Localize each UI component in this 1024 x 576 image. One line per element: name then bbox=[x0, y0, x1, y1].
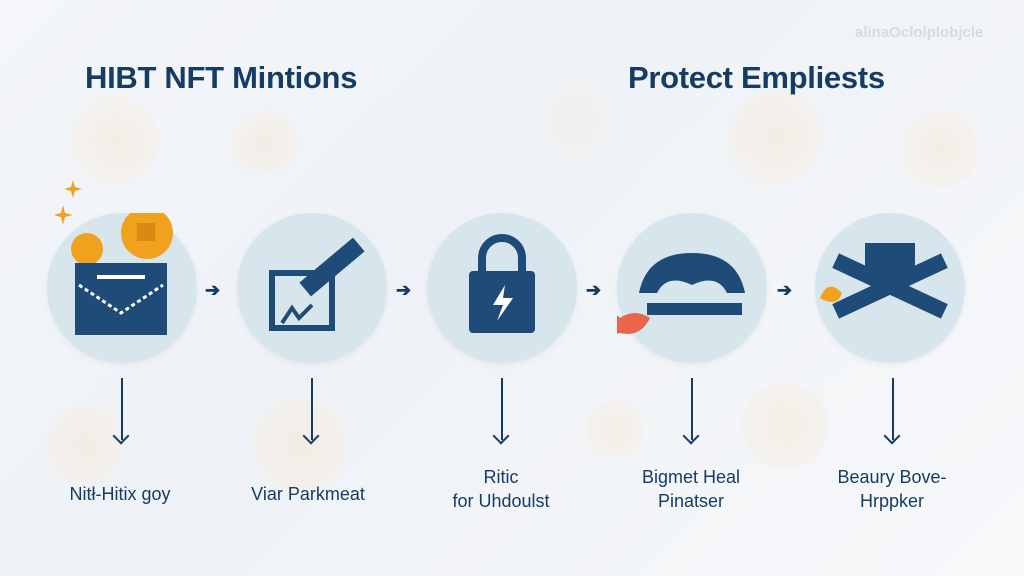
arrow-right-icon: ➔ bbox=[205, 280, 221, 300]
step-1-label: Nitł-Hitix goy bbox=[69, 484, 171, 504]
coin-wallet-icon bbox=[71, 213, 173, 335]
signing-pen-icon bbox=[269, 237, 365, 331]
step-1-circle bbox=[47, 213, 197, 363]
device-tag-icon bbox=[617, 253, 745, 334]
title-left: HIBT NFT Mintions bbox=[85, 60, 358, 95]
step-2-label: Viar Parkmeat bbox=[251, 484, 365, 504]
step-4-circle bbox=[617, 213, 767, 363]
watermark: alinaOclolplobjcle bbox=[855, 24, 984, 41]
step-5-label: Beaury Bove-Hrppker bbox=[837, 467, 947, 511]
arrow-down-icon bbox=[311, 378, 313, 440]
arrow-down-icon bbox=[121, 378, 123, 440]
arrow-right-icon: ➔ bbox=[586, 280, 602, 300]
crossed-box-icon bbox=[820, 243, 948, 319]
arrow-right-icon: ➔ bbox=[396, 280, 412, 300]
step-3-circle bbox=[427, 213, 577, 363]
step-2-circle bbox=[237, 213, 387, 363]
step-5-circle bbox=[815, 213, 965, 363]
arrow-down-icon bbox=[892, 378, 894, 440]
arrow-down-icon bbox=[501, 378, 503, 440]
lock-bolt-icon bbox=[469, 234, 535, 333]
sparkle-icon bbox=[55, 180, 82, 225]
title-right: Protect Empliests bbox=[628, 60, 885, 95]
arrow-down-icon bbox=[691, 378, 693, 440]
arrow-right-icon: ➔ bbox=[777, 280, 793, 300]
